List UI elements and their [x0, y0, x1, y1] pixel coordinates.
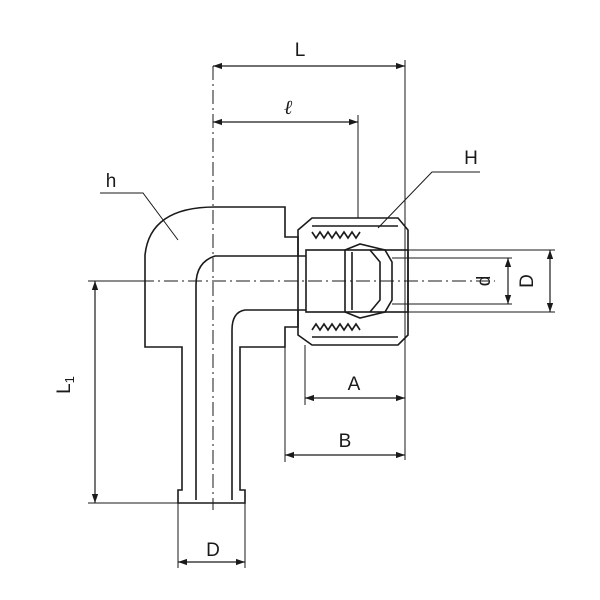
leader-h	[100, 192, 179, 241]
bore-outline	[195, 255, 306, 500]
label-B: B	[339, 431, 352, 452]
label-d: d	[474, 276, 495, 287]
elbow-body	[144, 206, 299, 504]
label-D-right: D	[517, 274, 538, 288]
nut-body	[297, 217, 409, 346]
label-A: A	[348, 374, 361, 395]
leader-H	[377, 171, 480, 229]
label-L1: L1	[54, 376, 77, 394]
vertical-bore	[196, 285, 230, 500]
ferrule	[344, 243, 393, 319]
label-H: H	[464, 148, 478, 169]
label-L: L	[295, 40, 306, 61]
label-l: ℓ	[284, 97, 293, 119]
label-L1-sub: 1	[62, 376, 77, 383]
bore-outline-inner	[231, 309, 306, 500]
nut-threads-bottom	[311, 322, 361, 332]
nut-threads-top	[311, 230, 361, 240]
label-L1-main: L	[54, 383, 75, 394]
label-D-bottom: D	[206, 540, 220, 561]
label-h: h	[106, 171, 117, 192]
horizontal-bore	[232, 256, 306, 310]
